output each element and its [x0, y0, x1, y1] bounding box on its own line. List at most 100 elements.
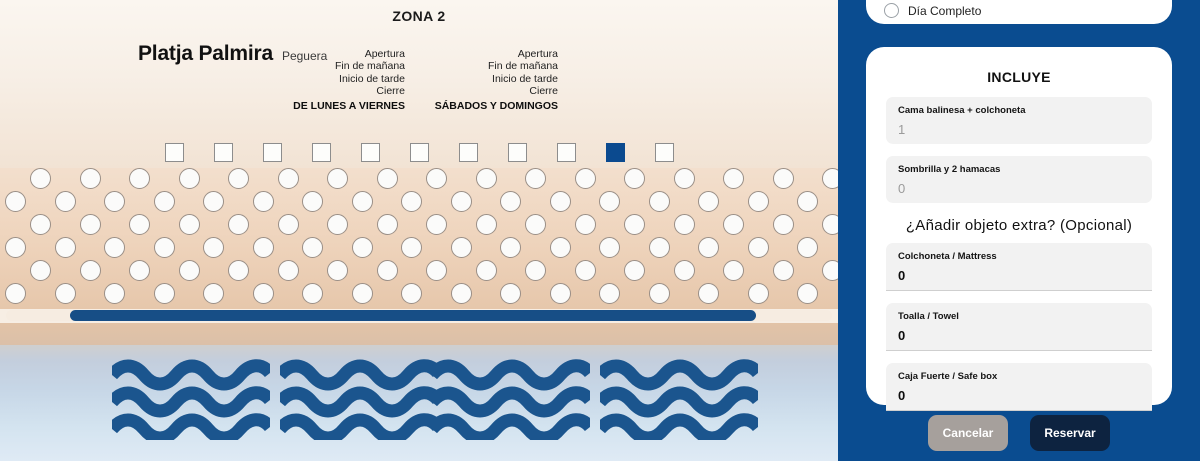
cabana-spot[interactable] — [360, 143, 380, 162]
sunbed-spot[interactable] — [599, 191, 620, 212]
sunbed-spot[interactable] — [624, 168, 645, 189]
sunbed-spot[interactable] — [376, 260, 398, 281]
sunbed-spot[interactable] — [178, 214, 200, 235]
sunbed-spot[interactable] — [228, 168, 249, 189]
sunbed-spot[interactable] — [723, 168, 744, 189]
cabana-spot[interactable] — [409, 143, 429, 162]
sunbed-spot[interactable] — [104, 237, 125, 258]
sunbed-spot[interactable] — [277, 168, 299, 189]
sunbed-spot[interactable] — [277, 260, 299, 281]
sunbed-spot[interactable] — [549, 237, 571, 258]
sunbed-spot[interactable] — [228, 214, 249, 235]
sunbed-spot[interactable] — [698, 237, 719, 258]
sunbed-spot[interactable] — [475, 260, 497, 281]
sunbed-spot[interactable] — [228, 260, 249, 281]
sunbed-spot[interactable] — [401, 283, 422, 304]
sunbed-spot[interactable] — [698, 191, 719, 212]
sunbed-spot[interactable] — [772, 260, 794, 281]
sunbed-spot[interactable] — [327, 168, 348, 189]
sunbed-spot[interactable] — [599, 283, 620, 304]
sunbed-spot[interactable] — [426, 168, 447, 189]
sunbed-spot[interactable] — [648, 191, 670, 212]
cabana-spot[interactable] — [311, 143, 331, 162]
cabana-spot[interactable] — [654, 143, 674, 162]
sunbed-spot[interactable] — [500, 237, 521, 258]
sunbed-spot[interactable] — [351, 283, 373, 304]
sunbed-spot[interactable] — [129, 168, 150, 189]
sunbed-spot[interactable] — [79, 260, 101, 281]
sunbed-spot[interactable] — [252, 237, 274, 258]
sunbed-spot[interactable] — [574, 168, 596, 189]
sunbed-spot[interactable] — [525, 214, 546, 235]
sunbed-spot[interactable] — [648, 283, 670, 304]
sunbed-spot[interactable] — [129, 260, 150, 281]
sunbed-spot[interactable] — [129, 214, 150, 235]
sunbed-spot[interactable] — [549, 283, 571, 304]
sunbed-spot[interactable] — [351, 191, 373, 212]
sunbed-spot[interactable] — [624, 214, 645, 235]
sunbed-spot[interactable] — [475, 168, 497, 189]
sunbed-spot[interactable] — [203, 283, 224, 304]
sunbed-spot[interactable] — [252, 283, 274, 304]
sunbed-spot[interactable] — [30, 214, 51, 235]
field-value[interactable]: 0 — [898, 181, 906, 196]
radio-circle-icon[interactable] — [884, 3, 899, 18]
field-value[interactable]: 1 — [898, 122, 906, 137]
sunbed-spot[interactable] — [574, 260, 596, 281]
sunbed-spot[interactable] — [797, 283, 818, 304]
sunbed-spot[interactable] — [772, 214, 794, 235]
sunbed-spot[interactable] — [698, 283, 719, 304]
sunbed-spot[interactable] — [673, 214, 695, 235]
sunbed-spot[interactable] — [302, 191, 323, 212]
sunbed-spot[interactable] — [104, 191, 125, 212]
sunbed-spot[interactable] — [302, 237, 323, 258]
sunbed-spot[interactable] — [252, 191, 274, 212]
sunbed-spot[interactable] — [450, 283, 472, 304]
sunbed-spot[interactable] — [673, 168, 695, 189]
field-value[interactable]: 0 — [898, 268, 906, 283]
sunbed-spot[interactable] — [5, 283, 26, 304]
sunbed-spot[interactable] — [153, 283, 175, 304]
cabana-spot-selected[interactable] — [605, 143, 625, 162]
cabana-spot[interactable] — [164, 143, 184, 162]
reserve-button[interactable]: Reservar — [1030, 415, 1110, 451]
sunbed-spot[interactable] — [797, 237, 818, 258]
sunbed-spot[interactable] — [723, 214, 744, 235]
sunbed-spot[interactable] — [302, 283, 323, 304]
sunbed-spot[interactable] — [822, 260, 838, 281]
sunbed-spot[interactable] — [401, 191, 422, 212]
sunbed-spot[interactable] — [822, 168, 838, 189]
cabana-spot[interactable] — [507, 143, 527, 162]
field-value[interactable]: 0 — [898, 328, 906, 343]
sunbed-spot[interactable] — [30, 168, 51, 189]
sunbed-spot[interactable] — [277, 214, 299, 235]
sunbed-spot[interactable] — [673, 260, 695, 281]
sunbed-spot[interactable] — [599, 237, 620, 258]
sunbed-spot[interactable] — [104, 283, 125, 304]
cabana-spot[interactable] — [556, 143, 576, 162]
sunbed-spot[interactable] — [178, 168, 200, 189]
sunbed-spot[interactable] — [5, 191, 26, 212]
sunbed-spot[interactable] — [772, 168, 794, 189]
sunbed-spot[interactable] — [648, 237, 670, 258]
radio-option-dia-completo[interactable]: Día Completo — [884, 3, 981, 18]
sunbed-spot[interactable] — [747, 237, 769, 258]
sunbed-spot[interactable] — [178, 260, 200, 281]
field-value[interactable]: 0 — [898, 388, 906, 403]
sunbed-spot[interactable] — [500, 191, 521, 212]
sunbed-spot[interactable] — [401, 237, 422, 258]
sunbed-spot[interactable] — [327, 214, 348, 235]
sunbed-spot[interactable] — [54, 237, 76, 258]
sunbed-spot[interactable] — [426, 214, 447, 235]
sunbed-spot[interactable] — [426, 260, 447, 281]
sunbed-spot[interactable] — [203, 191, 224, 212]
sunbed-spot[interactable] — [79, 168, 101, 189]
sunbed-spot[interactable] — [450, 237, 472, 258]
sunbed-spot[interactable] — [747, 191, 769, 212]
sunbed-spot[interactable] — [747, 283, 769, 304]
